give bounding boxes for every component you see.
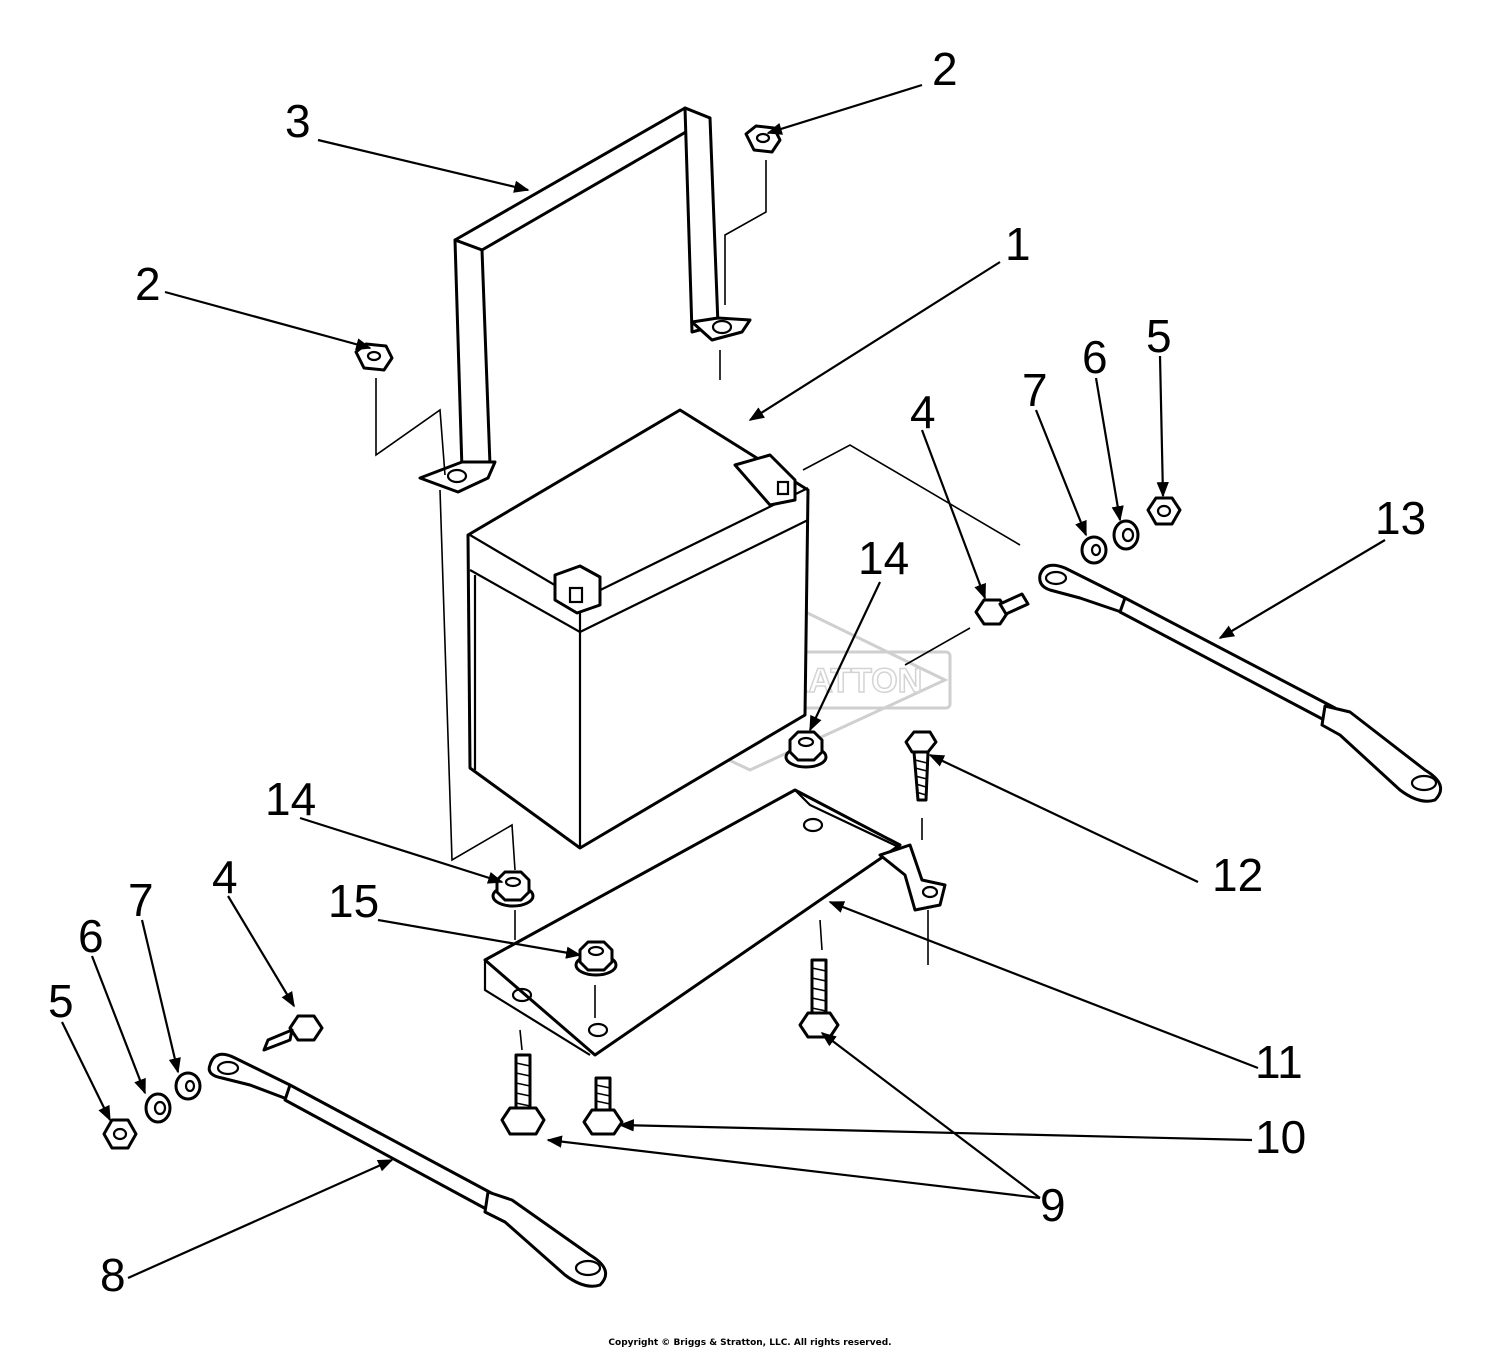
callout-8: 8 bbox=[100, 1249, 126, 1301]
hex-nut-left bbox=[354, 342, 394, 372]
callout-4-right: 4 bbox=[910, 386, 936, 438]
flat-washer-right bbox=[1080, 535, 1108, 565]
terminal-nut-right bbox=[1146, 496, 1182, 526]
callout-6-right: 6 bbox=[1082, 331, 1108, 383]
battery-cable-right bbox=[1038, 563, 1443, 803]
leader-lines bbox=[61, 83, 1386, 1280]
lock-washer-right bbox=[1112, 519, 1140, 551]
flange-nut-tray bbox=[574, 940, 618, 977]
callout-4-left: 4 bbox=[212, 851, 238, 903]
flat-washer-left bbox=[174, 1071, 202, 1101]
terminal-nut-left bbox=[102, 1118, 138, 1150]
callout-2-left: 2 bbox=[135, 258, 161, 310]
callout-5-right: 5 bbox=[1146, 310, 1172, 362]
callout-1: 1 bbox=[1005, 218, 1031, 270]
screw-center bbox=[582, 1076, 624, 1136]
callout-7-right: 7 bbox=[1022, 364, 1048, 416]
bolt-right bbox=[798, 958, 840, 1039]
hold-down-bracket bbox=[418, 106, 752, 494]
callout-3: 3 bbox=[285, 95, 311, 147]
terminal-bolt-left bbox=[262, 1014, 324, 1052]
flange-nut-upper bbox=[784, 730, 828, 769]
copyright-notice: Copyright © Briggs & Stratton, LLC. All … bbox=[608, 1338, 892, 1348]
battery-cable-left bbox=[207, 1052, 608, 1288]
callout-15: 15 bbox=[328, 875, 379, 927]
callout-labels: 1 2 2 3 4 4 5 5 6 6 7 7 8 9 10 11 12 13 … bbox=[48, 43, 1426, 1301]
callout-7-left: 7 bbox=[128, 874, 154, 926]
callout-9: 9 bbox=[1040, 1179, 1066, 1231]
bolt-left bbox=[500, 1053, 546, 1136]
callout-6-left: 6 bbox=[78, 910, 104, 962]
callout-2-right: 2 bbox=[932, 43, 958, 95]
battery-tray bbox=[483, 788, 947, 1057]
alignment-lines bbox=[375, 160, 1021, 1051]
screw-right bbox=[904, 730, 938, 802]
callout-10: 10 bbox=[1255, 1111, 1306, 1163]
flange-nut-lower bbox=[491, 870, 535, 908]
callout-13: 13 bbox=[1375, 492, 1426, 544]
callout-14-upper: 14 bbox=[858, 532, 909, 584]
lock-washer-left bbox=[144, 1092, 172, 1124]
callout-11: 11 bbox=[1255, 1036, 1303, 1088]
callout-5-left: 5 bbox=[48, 975, 74, 1027]
terminal-bolt-right bbox=[974, 592, 1030, 626]
battery bbox=[466, 408, 810, 850]
callout-14-lower: 14 bbox=[265, 773, 316, 825]
callout-12: 12 bbox=[1212, 849, 1263, 901]
